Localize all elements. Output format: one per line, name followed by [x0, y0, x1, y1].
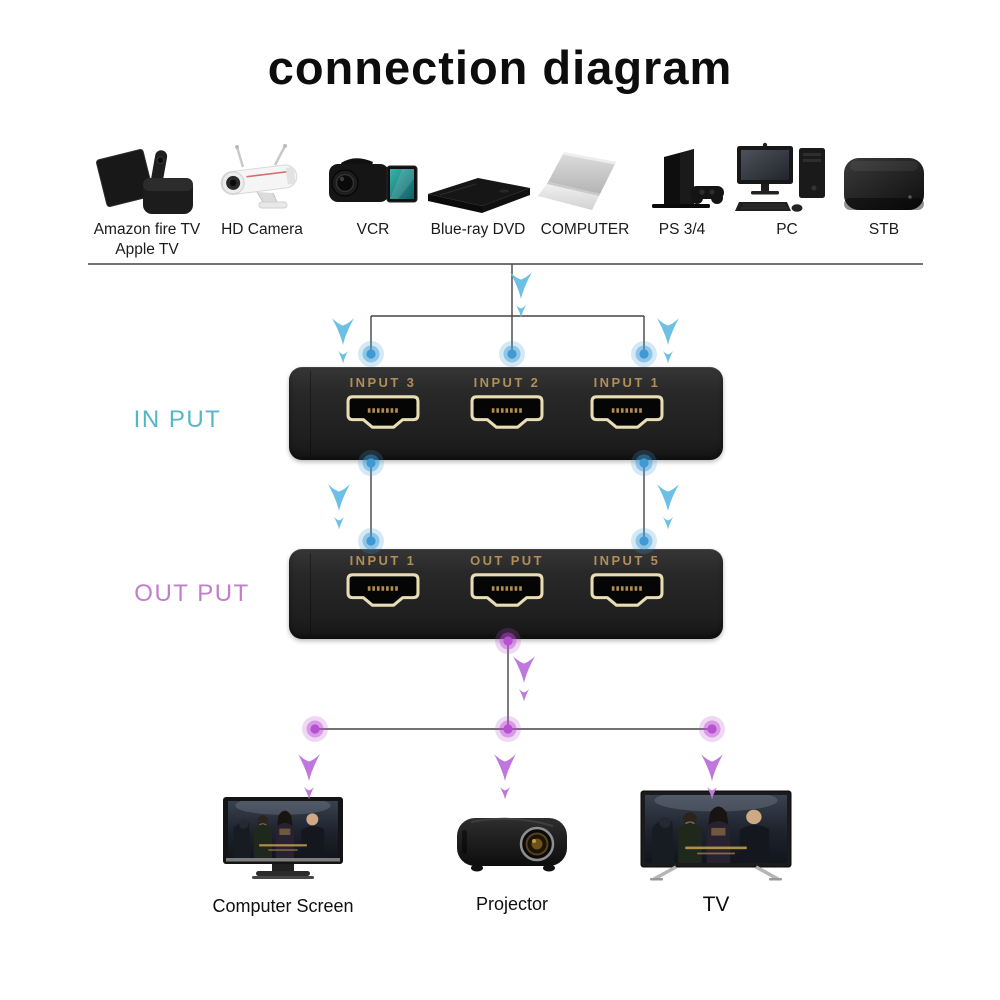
connection-node-icon: [499, 341, 525, 367]
camcorder-icon: [323, 140, 423, 216]
hdmi-switch-output-box: INPUT 1 OUT PUT INPUT 5: [289, 549, 723, 639]
hdmi-connector-icon: [590, 395, 664, 429]
port-label: INPUT 1: [349, 553, 417, 568]
source-device-label: STB: [868, 221, 900, 238]
projector-icon: [451, 806, 573, 885]
hdmi-port-bottom-input-1: INPUT 1: [328, 553, 438, 607]
hdmi-port-output: OUT PUT: [452, 553, 562, 607]
down-arrow-icon: [328, 484, 350, 530]
fire-tv-apple-tv-icon: [95, 140, 199, 216]
playstation-icon: [632, 140, 732, 216]
connection-node-icon: [358, 341, 384, 367]
hdmi-port-input-1: INPUT 1: [572, 375, 682, 429]
output-connection-nodes: [302, 628, 725, 742]
sink-device-tv: TV: [634, 790, 798, 917]
set-top-box-icon: [836, 140, 932, 216]
connector-lines: [88, 263, 923, 730]
connection-node-icon: [302, 716, 328, 742]
down-arrow-icon: [510, 272, 532, 318]
source-device-hd-camera: HD Camera: [202, 140, 322, 240]
source-device-label: COMPUTER: [540, 221, 630, 238]
source-device-bluray: Blue-ray DVD: [420, 140, 536, 240]
hdmi-connector-icon: [346, 395, 420, 429]
monitor-icon: [222, 796, 344, 887]
hdmi-port-input-2: INPUT 2: [452, 375, 562, 429]
page-title: connection diagram: [267, 41, 733, 94]
down-arrow-icon: [298, 754, 320, 800]
connection-node-icon: [699, 716, 725, 742]
port-label: INPUT 1: [593, 375, 661, 390]
source-device-label: PC: [776, 221, 798, 238]
port-label: OUT PUT: [470, 553, 544, 568]
source-device-vcr: VCR: [321, 140, 425, 240]
hdmi-connector-icon: [470, 395, 544, 429]
port-label: INPUT 5: [593, 553, 661, 568]
output-flow-arrows: [298, 656, 723, 800]
sink-device-label: TV: [702, 893, 730, 916]
hdmi-port-input-3: INPUT 3: [328, 375, 438, 429]
sink-device-projector: Projector: [447, 806, 577, 915]
tv-icon: [638, 790, 794, 887]
input-side-label: IN PUT: [133, 406, 222, 433]
source-device-label: PS 3/4: [658, 221, 706, 238]
output-side-label: OUT PUT: [134, 580, 250, 607]
source-device-fire-tv: Amazon fire TV Apple TV: [82, 140, 212, 260]
hdmi-connector-icon: [590, 573, 664, 607]
laptop-icon: [534, 140, 636, 216]
bluray-player-icon: [420, 140, 536, 216]
source-device-label: Amazon fire TV Apple TV: [93, 221, 201, 258]
source-device-label: HD Camera: [221, 221, 303, 238]
port-label: INPUT 3: [349, 375, 417, 390]
down-arrow-icon: [494, 754, 516, 800]
hdmi-connector-icon: [470, 573, 544, 607]
down-arrow-icon: [513, 656, 535, 702]
down-arrow-icon: [657, 484, 679, 530]
sink-device-label: Computer Screen: [212, 896, 354, 916]
hdmi-switch-input-box: INPUT 3 INPUT 2 INPUT 1: [289, 367, 723, 460]
desktop-pc-icon: [733, 140, 841, 216]
source-device-label: VCR: [356, 221, 390, 238]
connection-node-icon: [495, 716, 521, 742]
sink-device-label: Projector: [475, 894, 549, 914]
source-device-computer: COMPUTER: [528, 140, 642, 240]
source-device-ps34: PS 3/4: [632, 140, 732, 240]
source-device-pc: PC: [735, 140, 839, 240]
hdmi-port-input-5: INPUT 5: [572, 553, 682, 607]
sink-device-computer-screen: Computer Screen: [212, 796, 354, 917]
hdmi-connector-icon: [346, 573, 420, 607]
down-arrow-icon: [332, 318, 354, 364]
source-device-stb: STB: [832, 140, 936, 240]
hd-camera-icon: [209, 140, 315, 216]
source-device-label: Blue-ray DVD: [430, 221, 526, 238]
port-label: INPUT 2: [473, 375, 541, 390]
down-arrow-icon: [657, 318, 679, 364]
connection-node-icon: [631, 341, 657, 367]
